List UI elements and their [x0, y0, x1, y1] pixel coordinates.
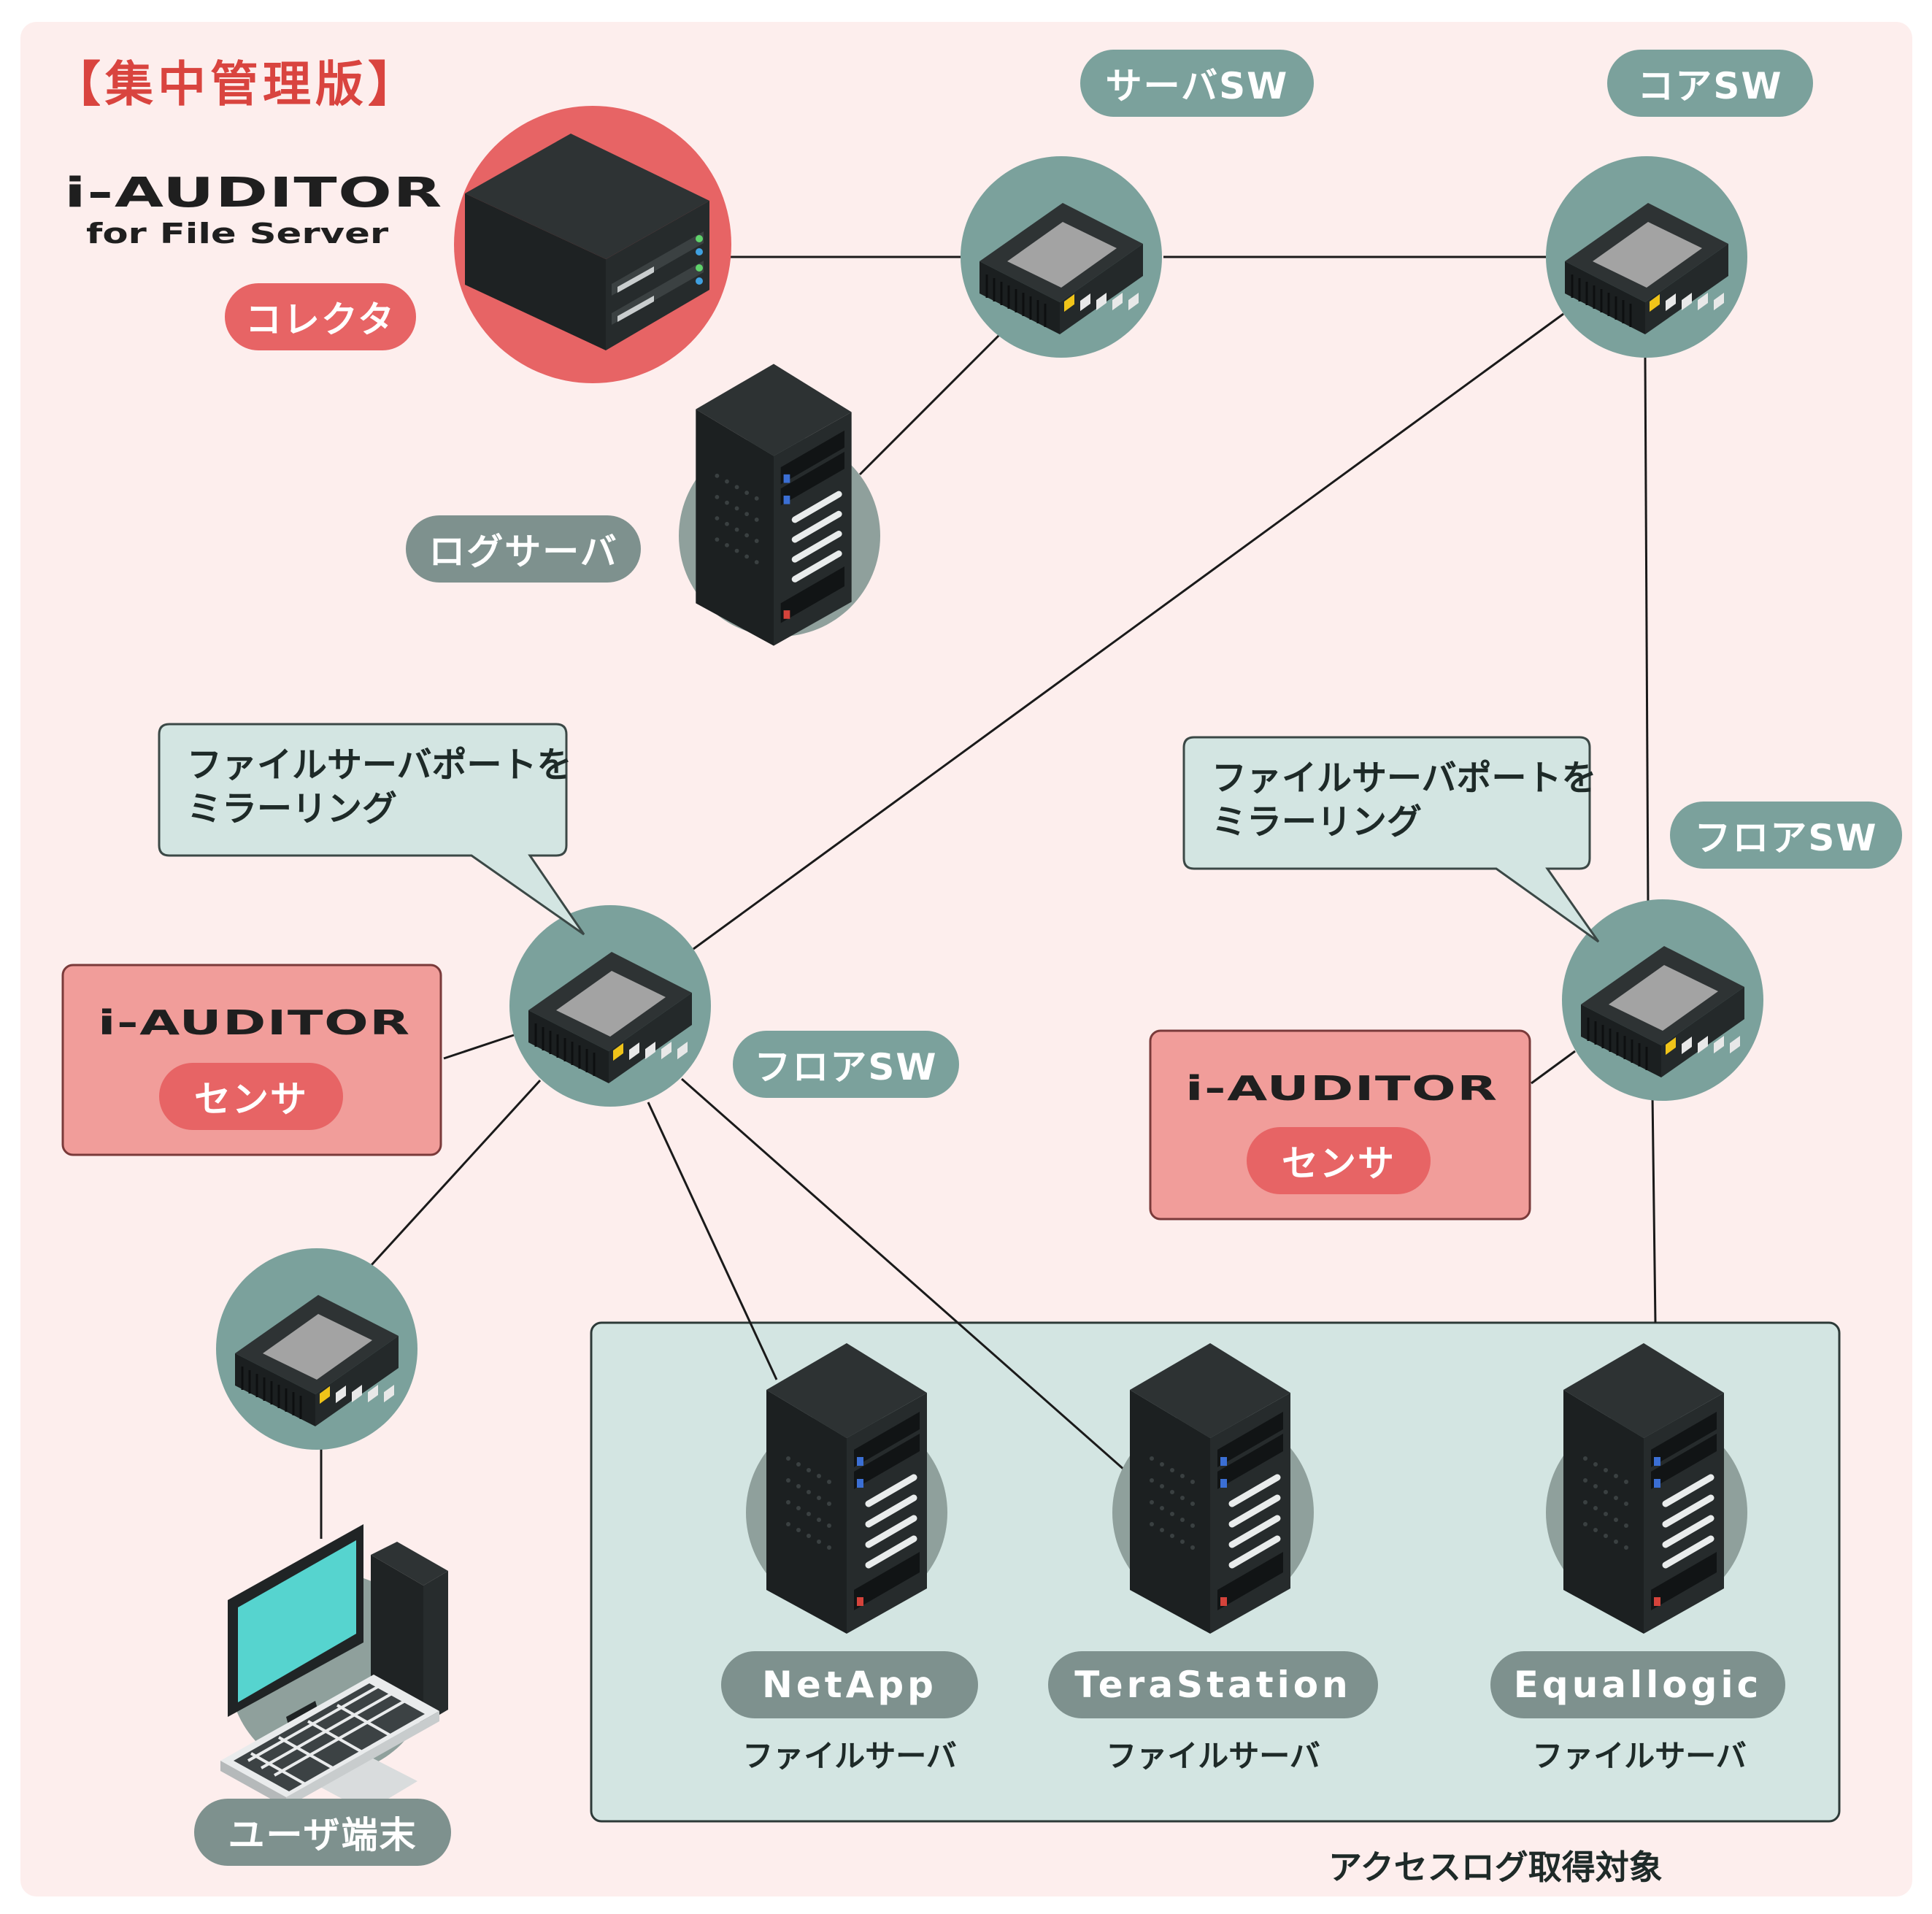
core-sw-label: コアSW	[1607, 50, 1813, 117]
server-icon	[766, 1343, 927, 1634]
log-server-label: ログサーバ	[406, 515, 641, 583]
sensor-box-right	[1149, 1029, 1531, 1221]
sensor-left-logo: i-AUDITOR	[98, 1003, 411, 1042]
callout-left-line1: ファイルサーバポートを	[187, 745, 572, 785]
callout-right-line2: ミラーリング	[1212, 802, 1423, 842]
sensor-left-logo-wrap: i-AUDITOR	[98, 1003, 409, 1042]
collector-badge: コレクタ	[225, 283, 416, 350]
server-icon	[1563, 1343, 1724, 1634]
target-group-label: アクセスログ取得対象	[1328, 1848, 1663, 1887]
sensor-right-badge: センサ	[1247, 1127, 1431, 1194]
floor-sw-left-label: フロアSW	[733, 1031, 959, 1098]
terastation-caption: ファイルサーバ	[1106, 1738, 1320, 1774]
user-terminal-label: ユーザ端末	[194, 1799, 451, 1866]
terastation-label: TeraStation	[1048, 1651, 1378, 1718]
callout-left	[158, 723, 585, 936]
sensor-right-logo-wrap: i-AUDITOR	[1185, 1069, 1497, 1108]
equallogic-label: Equallogic	[1490, 1651, 1785, 1718]
netapp-label: NetApp	[721, 1651, 978, 1718]
equallogic-caption: ファイルサーバ	[1532, 1738, 1747, 1774]
server-icon	[696, 364, 851, 646]
collector-server-icon	[465, 134, 709, 350]
callout-right-text: ファイルサーバポートを ミラーリング	[1212, 756, 1597, 844]
server-sw-label: サーバSW	[1080, 50, 1314, 117]
server-icon	[1130, 1343, 1290, 1634]
callout-right	[1182, 736, 1600, 943]
collector-logo-main: i-AUDITOR	[64, 169, 443, 217]
callout-left-line2: ミラーリング	[187, 788, 398, 829]
floor-sw-right-label: フロアSW	[1670, 802, 1902, 869]
sensor-left-badge: センサ	[159, 1063, 343, 1130]
callout-right-line1: ファイルサーバポートを	[1212, 758, 1597, 799]
netapp-caption: ファイルサーバ	[742, 1738, 957, 1774]
connections	[320, 255, 1657, 1539]
desktop-pc-icon	[220, 1524, 448, 1812]
sensor-right-logo: i-AUDITOR	[1185, 1069, 1498, 1108]
sensor-box-left	[61, 964, 442, 1156]
callout-left-text: ファイルサーバポートを ミラーリング	[187, 743, 572, 831]
collector-logo-sub: for File Server	[86, 218, 389, 250]
collector-logo: i-AUDITOR	[64, 169, 442, 217]
collector-logo-sub-wrap: for File Server	[86, 218, 388, 250]
page-title: 【集中管理版】	[53, 56, 420, 112]
